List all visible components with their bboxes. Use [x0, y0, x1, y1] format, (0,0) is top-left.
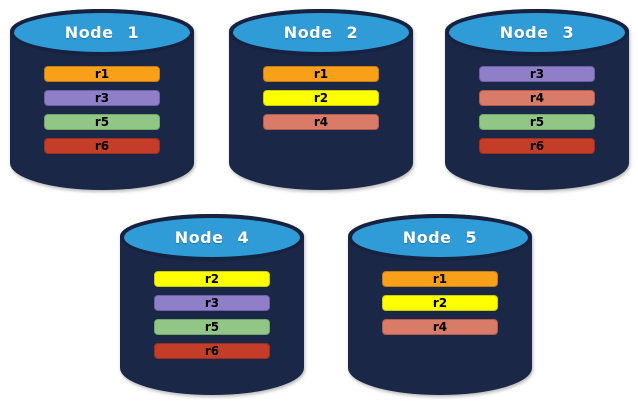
cylinder-top: Node 2: [229, 9, 413, 56]
replica-bar-list: r1 r3 r5 r6: [44, 66, 160, 154]
node-label: Node 3: [499, 23, 575, 42]
node-cylinder-2: Node 2 r1 r2 r4: [229, 9, 413, 190]
replica-bar-r5: r5: [44, 114, 160, 130]
replica-bar-list: r1 r2 r4: [263, 66, 379, 130]
replica-bar-r3: r3: [479, 66, 595, 82]
replica-bar-r1: r1: [44, 66, 160, 82]
replica-bar-r2: r2: [263, 90, 379, 106]
cylinder-top: Node 1: [10, 9, 194, 56]
replica-bar-r1: r1: [263, 66, 379, 82]
cylinder-top: Node 5: [348, 214, 532, 261]
node-cylinder-1: Node 1 r1 r3 r5 r6: [10, 9, 194, 190]
replica-bar-list: r2 r3 r5 r6: [154, 271, 270, 359]
replica-bar-r3: r3: [44, 90, 160, 106]
cylinder-top: Node 3: [445, 9, 629, 56]
node-label: Node 2: [283, 23, 359, 42]
replica-bar-r1: r1: [382, 271, 498, 287]
replica-bar-r4: r4: [263, 114, 379, 130]
replica-bar-r6: r6: [44, 138, 160, 154]
replica-bar-r5: r5: [479, 114, 595, 130]
node-cylinder-3: Node 3 r3 r4 r5 r6: [445, 9, 629, 190]
replica-bar-r4: r4: [479, 90, 595, 106]
node-label: Node 5: [402, 228, 478, 247]
node-cylinder-4: Node 4 r2 r3 r5 r6: [120, 214, 304, 395]
replica-bar-r3: r3: [154, 295, 270, 311]
replica-bar-r2: r2: [382, 295, 498, 311]
replica-bar-r2: r2: [154, 271, 270, 287]
replica-bar-r5: r5: [154, 319, 270, 335]
node-cylinder-5: Node 5 r1 r2 r4: [348, 214, 532, 395]
replica-bar-r4: r4: [382, 319, 498, 335]
replica-bar-list: r3 r4 r5 r6: [479, 66, 595, 154]
cylinder-top: Node 4: [120, 214, 304, 261]
node-label: Node 4: [174, 228, 250, 247]
node-label: Node 1: [64, 23, 140, 42]
replica-bar-r6: r6: [154, 343, 270, 359]
replica-bar-r6: r6: [479, 138, 595, 154]
replica-bar-list: r1 r2 r4: [382, 271, 498, 335]
